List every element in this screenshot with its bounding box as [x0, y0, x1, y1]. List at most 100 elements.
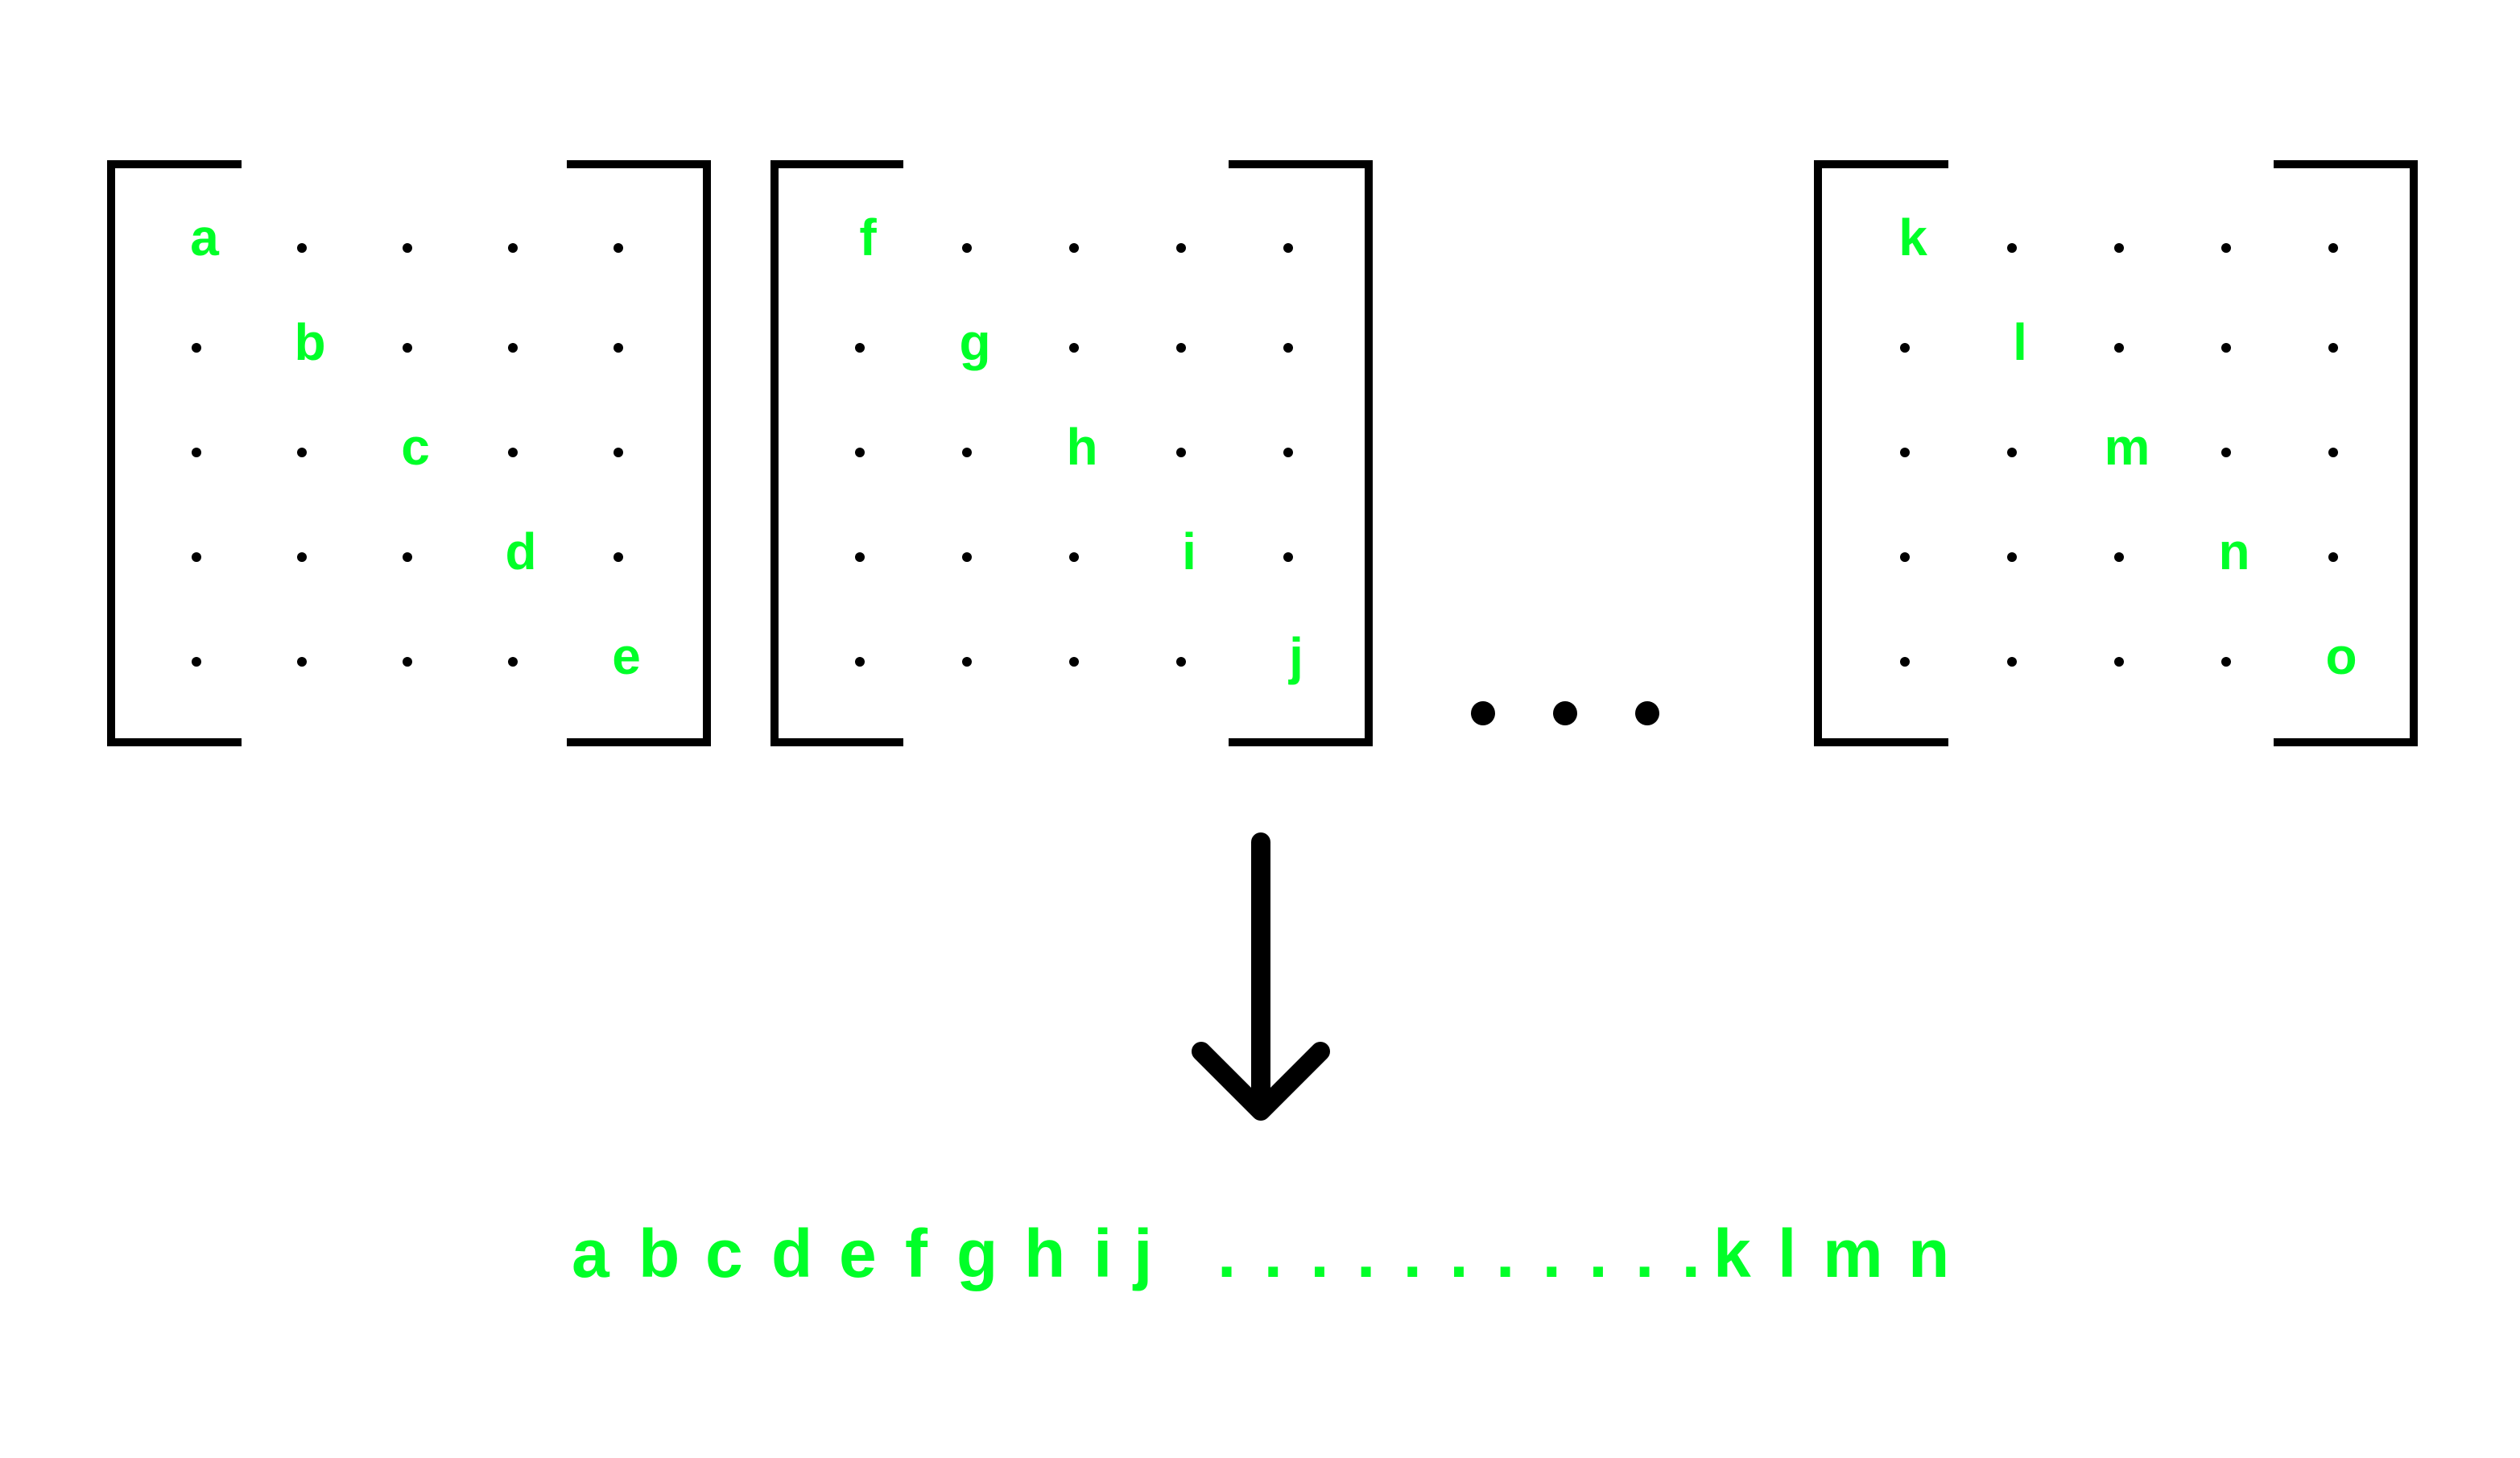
matrix-zero-dot	[855, 552, 865, 562]
matrix-zero-dot	[2007, 243, 2017, 253]
output-letter: h	[1024, 1216, 1065, 1291]
output-letter: e	[839, 1216, 877, 1291]
matrix-zero-dot	[508, 657, 518, 667]
right-bracket	[1229, 160, 1373, 746]
matrix-diagonal-letter: d	[505, 522, 536, 580]
matrix-zero-dot	[2328, 343, 2338, 353]
matrix-zero-dot	[613, 448, 623, 457]
left-bracket	[107, 160, 242, 746]
output-letter: g	[956, 1216, 998, 1291]
output-letter: a	[572, 1216, 610, 1291]
matrix-zero-dot	[962, 657, 972, 667]
matrix-zero-dot	[1900, 343, 1910, 353]
matrix-diagonal-letter: c	[401, 418, 430, 476]
matrix-zero-dot	[1900, 657, 1910, 667]
matrix-diagonal-letter: g	[959, 313, 990, 371]
matrix-zero-dot	[1069, 552, 1079, 562]
matrix-zero-dot	[192, 552, 201, 562]
matrix-zero-dot	[2328, 243, 2338, 253]
matrix-zero-dot	[2221, 243, 2231, 253]
output-dots: ...........	[1217, 1216, 1700, 1291]
matrix-zero-dot	[2114, 243, 2124, 253]
matrix-zero-dot	[2114, 657, 2124, 667]
matrix-zero-dot	[613, 343, 623, 353]
ellipsis-dot	[1635, 701, 1659, 725]
matrix-diagonal-letter: o	[2325, 627, 2357, 685]
matrix-zero-dot	[297, 657, 307, 667]
matrix-diagonal-letter: h	[1066, 418, 1097, 476]
matrix-zero-dot	[962, 552, 972, 562]
matrix-diagonal-letter: a	[190, 209, 219, 266]
matrix-diagonal-letter: k	[1898, 209, 1927, 266]
matrix-diagonal-letter: l	[2013, 313, 2027, 371]
matrix-zero-dot	[613, 243, 623, 253]
ellipsis-dot	[1471, 701, 1495, 725]
output-letter: f	[905, 1216, 928, 1291]
matrix-diagonal-letter: n	[2218, 522, 2249, 580]
left-bracket	[1814, 160, 1948, 746]
matrix-zero-dot	[1283, 343, 1293, 353]
matrix-zero-dot	[2221, 448, 2231, 457]
ellipsis	[1471, 701, 1659, 725]
matrix-zero-dot	[2007, 448, 2017, 457]
matrix-zero-dot	[962, 243, 972, 253]
matrix-diagonal-letter: b	[294, 313, 325, 371]
matrix-zero-dot	[1900, 552, 1910, 562]
matrix-zero-dot	[1069, 243, 1079, 253]
matrix-zero-dot	[2328, 552, 2338, 562]
matrix-diagonal-letter: i	[1182, 522, 1196, 580]
matrix-zero-dot	[2114, 343, 2124, 353]
output-letter: j	[1132, 1216, 1152, 1291]
matrix-zero-dot	[1176, 657, 1186, 667]
matrix-zero-dot	[1069, 657, 1079, 667]
output-letter: c	[705, 1216, 743, 1291]
matrix-zero-dot	[403, 343, 412, 353]
matrix-zero-dot	[2007, 552, 2017, 562]
output-letter: k	[1713, 1216, 1751, 1291]
matrix-zero-dot	[508, 448, 518, 457]
matrix-zero-dot	[2221, 657, 2231, 667]
matrix-zero-dot	[1283, 552, 1293, 562]
matrix-zero-dot	[297, 552, 307, 562]
matrix-zero-dot	[403, 657, 412, 667]
matrix-zero-dot	[2114, 552, 2124, 562]
matrix-zero-dot	[508, 343, 518, 353]
matrix-zero-dot	[855, 448, 865, 457]
matrix-zero-dot	[1176, 448, 1186, 457]
matrix-zero-dot	[403, 552, 412, 562]
matrix-zero-dot	[297, 448, 307, 457]
matrix-zero-dot	[1900, 448, 1910, 457]
matrix-zero-dot	[1176, 343, 1186, 353]
output-letter: b	[638, 1216, 680, 1291]
matrix-2-cells: f g h i j	[855, 209, 1303, 685]
left-bracket	[770, 160, 903, 746]
output-sequence: a b c d e f g h i j ........... k l m n	[572, 1216, 1949, 1291]
matrix-2: f g h i j	[770, 160, 1373, 746]
matrix-zero-dot	[962, 448, 972, 457]
down-arrow-icon	[1192, 832, 1330, 1121]
matrix-zero-dot	[1283, 448, 1293, 457]
matrix-zero-dot	[2007, 657, 2017, 667]
matrix-zero-dot	[855, 657, 865, 667]
matrix-zero-dot	[855, 343, 865, 353]
output-letter: l	[1778, 1216, 1796, 1291]
matrix-zero-dot	[1069, 343, 1079, 353]
output-letter: i	[1093, 1216, 1112, 1291]
matrix-zero-dot	[1176, 243, 1186, 253]
right-bracket	[2274, 160, 2418, 746]
output-letter: m	[1823, 1216, 1883, 1291]
output-letter: d	[771, 1216, 812, 1291]
matrix-diagonal-letter: f	[859, 209, 877, 266]
matrix-diagonal-letter: j	[1288, 627, 1303, 685]
matrix-zero-dot	[2221, 343, 2231, 353]
matrix-zero-dot	[297, 243, 307, 253]
matrix-zero-dot	[613, 552, 623, 562]
matrix-zero-dot	[2328, 448, 2338, 457]
matrix-zero-dot	[1283, 243, 1293, 253]
matrix-zero-dot	[192, 343, 201, 353]
